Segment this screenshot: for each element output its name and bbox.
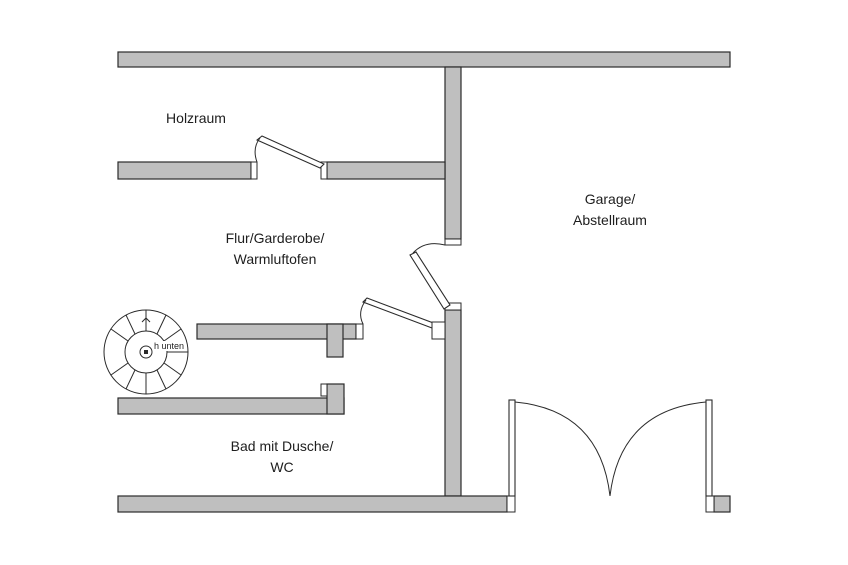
room-label-garage-line1: Garage/ <box>584 191 636 207</box>
stair-label: h unten <box>154 341 185 351</box>
door-leaf-holzraum <box>255 135 325 169</box>
room-label-flur: Flur/Garderobe/ Warmluftofen <box>205 228 345 270</box>
door-swing-garage-right <box>609 401 707 497</box>
door-swing-garage-left <box>514 401 611 497</box>
wall-bad-stub <box>326 383 345 415</box>
door-leaf-garage-right <box>705 399 713 497</box>
stair-step <box>125 314 136 335</box>
wall-bottom-right <box>713 495 731 513</box>
room-label-holzraum: Holzraum <box>166 110 226 126</box>
spiral-stair <box>103 309 189 395</box>
wall-holzraum-right <box>326 161 446 180</box>
wall-holzraum-left <box>117 161 252 180</box>
room-label-bad: Bad mit Dusche/ WC <box>212 436 352 478</box>
door-swing-holzraum <box>254 137 261 163</box>
door-jamb <box>320 383 328 397</box>
door-jamb <box>444 238 462 246</box>
wall-flur-bad-stub <box>326 323 344 358</box>
door-leaf-garage-side <box>409 251 451 310</box>
stair-step <box>110 328 129 342</box>
door-swing-garage-side <box>412 243 446 254</box>
wall-bad-upper <box>117 397 345 415</box>
stair-center <box>144 350 148 354</box>
wall-top <box>117 51 731 68</box>
room-label-garage-line2: Abstellraum <box>573 212 647 228</box>
stair-step <box>156 314 167 335</box>
door-leaf-garage-left <box>508 399 516 497</box>
room-label-bad-line2: WC <box>270 459 294 475</box>
room-label-flur-line2: Warmluftofen <box>233 251 317 267</box>
door-leaf-bad <box>362 297 437 329</box>
door-jamb <box>506 495 516 513</box>
stair-direction-arrow <box>141 317 151 331</box>
door-swing-bad <box>360 299 367 325</box>
door-jamb <box>705 495 715 513</box>
door-jamb <box>320 161 328 180</box>
stair-step <box>125 369 136 390</box>
wall-center-lower <box>444 309 462 497</box>
stair-step <box>163 362 182 376</box>
wall-bottom-left <box>117 495 508 513</box>
room-label-bad-line1: Bad mit Dusche/ <box>230 438 334 454</box>
stair-core <box>139 345 153 359</box>
stair-step <box>156 369 167 390</box>
wall-center-upper <box>444 66 462 240</box>
door-jamb <box>431 321 446 340</box>
room-label-flur-line1: Flur/Garderobe/ <box>225 230 325 246</box>
room-label-garage: Garage/ Abstellraum <box>550 189 670 231</box>
stair-step <box>163 328 182 342</box>
stair-step <box>110 362 129 376</box>
door-jamb <box>355 323 364 340</box>
door-jamb <box>250 161 258 180</box>
